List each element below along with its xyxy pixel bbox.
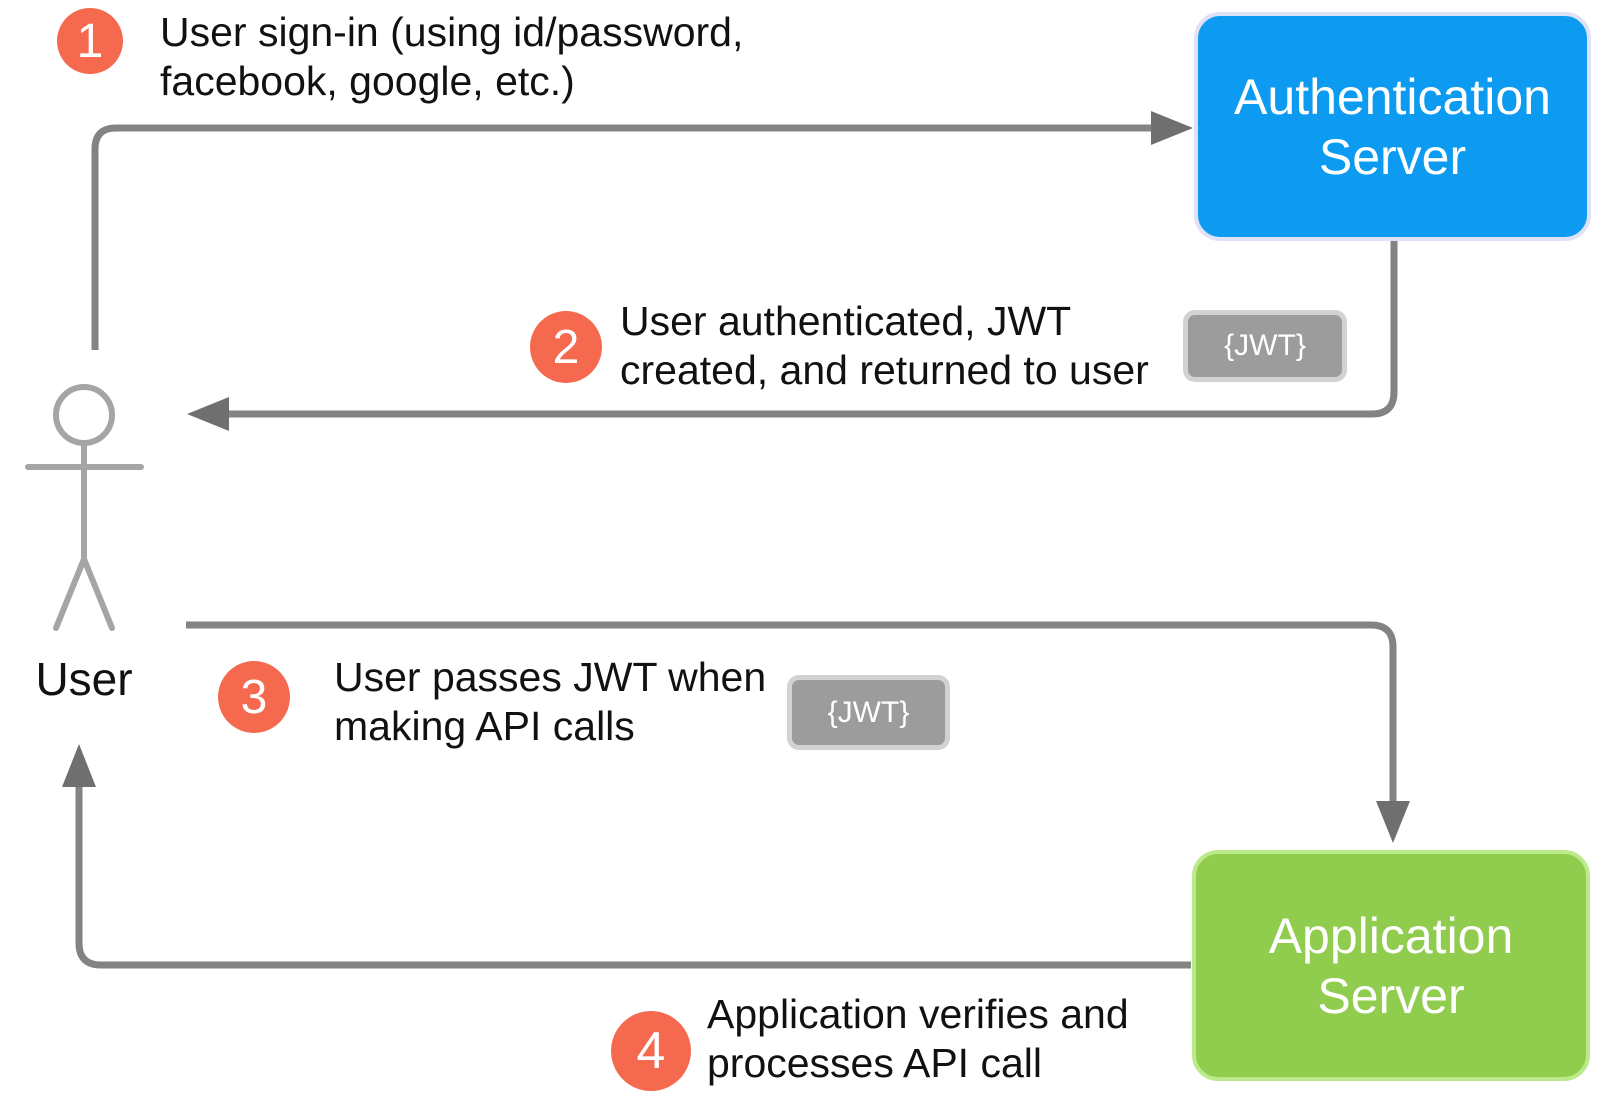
- step1-number-badge: 1: [57, 8, 123, 74]
- step2-number: 2: [552, 320, 580, 374]
- step2-number-badge: 2: [530, 311, 602, 383]
- arrow-step1-user-to-auth-server: [91, 111, 1193, 350]
- arrow-step4-app-server-to-user: [62, 744, 1191, 969]
- step3-number-badge: 3: [218, 661, 290, 733]
- jwt-token-label: {JWT}: [827, 695, 910, 729]
- step1-caption: User sign-in (using id/password, faceboo…: [160, 9, 744, 104]
- jwt-token-label: {JWT}: [1224, 329, 1306, 362]
- arrow-step3-user-to-app-server: [186, 621, 1410, 843]
- step1-number: 1: [76, 14, 104, 68]
- step4-number: 4: [636, 1022, 666, 1080]
- jwt-token-badge-step3: {JWT}: [787, 675, 950, 750]
- step4-number-badge: 4: [611, 1011, 691, 1091]
- user-stick-figure-icon: [25, 384, 144, 631]
- authentication-server-node: Authentication Server: [1194, 12, 1591, 241]
- arrow-step2-auth-server-to-user: [187, 241, 1398, 431]
- user-actor-label: User: [35, 653, 133, 705]
- step2-caption: User authenticated, JWT created, and ret…: [620, 298, 1149, 393]
- step4-caption: Application verifies and processes API c…: [707, 991, 1129, 1086]
- step3-caption: User passes JWT when making API calls: [334, 654, 767, 749]
- application-server-label: Application Server: [1268, 907, 1514, 1024]
- jwt-token-badge-step2: {JWT}: [1183, 310, 1347, 382]
- application-server-node: Application Server: [1192, 850, 1590, 1081]
- step3-number: 3: [240, 670, 268, 724]
- authentication-server-label: Authentication Server: [1234, 68, 1551, 185]
